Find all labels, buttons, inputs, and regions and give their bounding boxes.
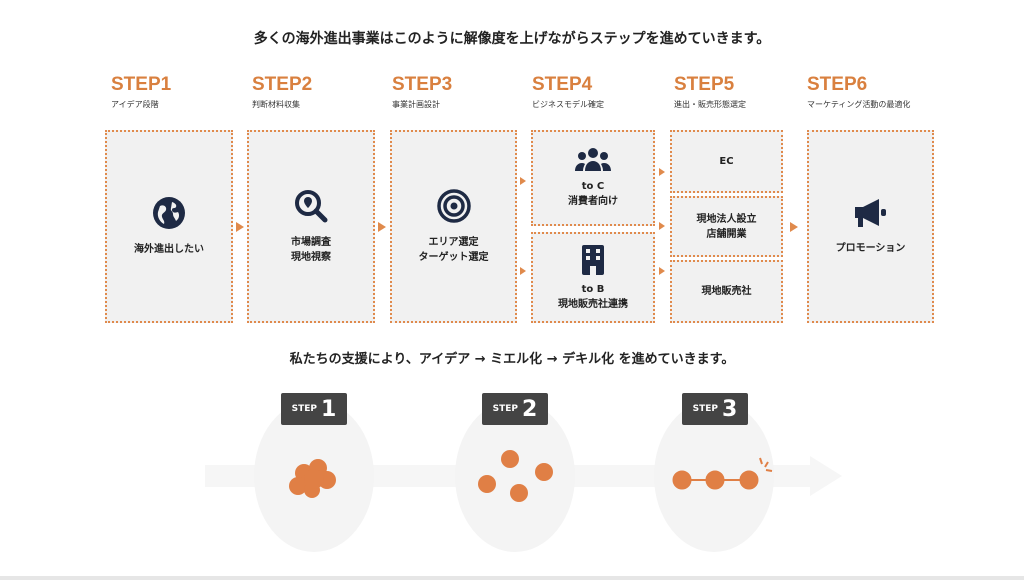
box-label: 市場調査 — [291, 236, 331, 248]
scattered-dots-icon — [478, 450, 553, 502]
target-icon — [436, 188, 471, 223]
connected-dots-icon — [672, 457, 773, 490]
box-label: to C — [581, 181, 605, 192]
box-label: 現地販売社 — [701, 286, 752, 297]
step-sub: 判断材料収集 — [252, 100, 300, 109]
box-step3: エリア選定 ターゲット選定 — [390, 130, 517, 323]
arrow-icon — [378, 222, 386, 232]
box-label: 海外進出したい — [134, 244, 204, 255]
step-header-2: STEP2 判断材料収集 — [252, 74, 312, 110]
badge-label: STEP — [492, 404, 519, 414]
box-label: 消費者向け — [568, 196, 618, 207]
box-label: 現地視察 — [291, 251, 331, 263]
box-label: to B — [581, 283, 605, 295]
badge-label: STEP — [291, 404, 318, 414]
box-label: 現地法人設立 — [696, 213, 757, 225]
arrow-icon — [659, 267, 665, 275]
step-label: STEP6 — [807, 74, 868, 95]
step-sub: アイデア段階 — [111, 100, 159, 109]
footer-divider — [0, 576, 1024, 580]
arrow-icon — [520, 177, 526, 185]
step-header-4: STEP4 ビジネスモデル確定 — [532, 74, 604, 110]
step-label: STEP1 — [111, 74, 172, 95]
box-label: EC — [719, 156, 734, 167]
box-step4-to-c: to C 消費者向け — [531, 130, 655, 226]
arrow-icon — [659, 222, 665, 230]
box-label: エリア選定 — [428, 236, 479, 248]
box-step4-to-b: to B 現地販売社連携 — [531, 232, 655, 323]
support-subtitle: 私たちの支援により、アイデア → ミエル化 → デキル化 を進めていきます。 — [289, 352, 735, 367]
search-icon — [295, 189, 328, 222]
step-sub: 事業計画設計 — [392, 100, 440, 109]
badge-label: STEP — [692, 404, 719, 414]
box-label: ターゲット選定 — [418, 251, 489, 263]
step-sub: マーケティング活動の最適化 — [807, 100, 911, 109]
globe-icon — [153, 197, 185, 229]
badge-number: 1 — [321, 396, 337, 422]
box-label: 店舗開業 — [706, 228, 747, 240]
box-step2: 市場調査 現地視察 — [247, 130, 375, 323]
phase-circle-2 — [455, 400, 575, 552]
arrow-icon — [236, 222, 244, 232]
step-label: STEP2 — [252, 74, 313, 95]
users-icon — [575, 148, 611, 171]
step-header-1: STEP1 アイデア段階 — [111, 74, 171, 110]
box-step5-ec: EC — [670, 130, 783, 193]
box-step5-local-distributor: 現地販売社 — [670, 260, 783, 323]
idea-cluster-icon — [289, 459, 336, 498]
step-label: STEP4 — [532, 74, 593, 95]
step-label: STEP3 — [392, 74, 453, 95]
box-step6: プロモーション — [807, 130, 934, 323]
arrow-icon — [520, 267, 526, 275]
arrow-icon — [659, 168, 665, 176]
page-title: 多くの海外進出事業はこのように解像度を上げながらステップを進めていきます。 — [253, 31, 771, 47]
box-label: プロモーション — [835, 243, 906, 254]
badge-number: 2 — [522, 396, 538, 422]
box-step5-local-entity: 現地法人設立店舗開業 — [670, 196, 783, 257]
badge-number: 3 — [722, 396, 738, 422]
building-icon — [582, 244, 604, 275]
megaphone-icon — [854, 199, 886, 227]
box-step1: 海外進出したい — [105, 130, 233, 323]
step-header-5: STEP5 進出・販売形態選定 — [674, 74, 746, 110]
step-sub: ビジネスモデル確定 — [532, 100, 604, 109]
phase-diagram — [205, 400, 842, 552]
arrow-icon — [790, 222, 798, 232]
step-sub: 進出・販売形態選定 — [674, 100, 746, 109]
step-header-6: STEP6 マーケティング活動の最適化 — [807, 74, 910, 110]
step-header-3: STEP3 事業計画設計 — [392, 74, 452, 110]
box-label: 現地販売社連携 — [558, 298, 628, 310]
step-label: STEP5 — [674, 74, 735, 95]
